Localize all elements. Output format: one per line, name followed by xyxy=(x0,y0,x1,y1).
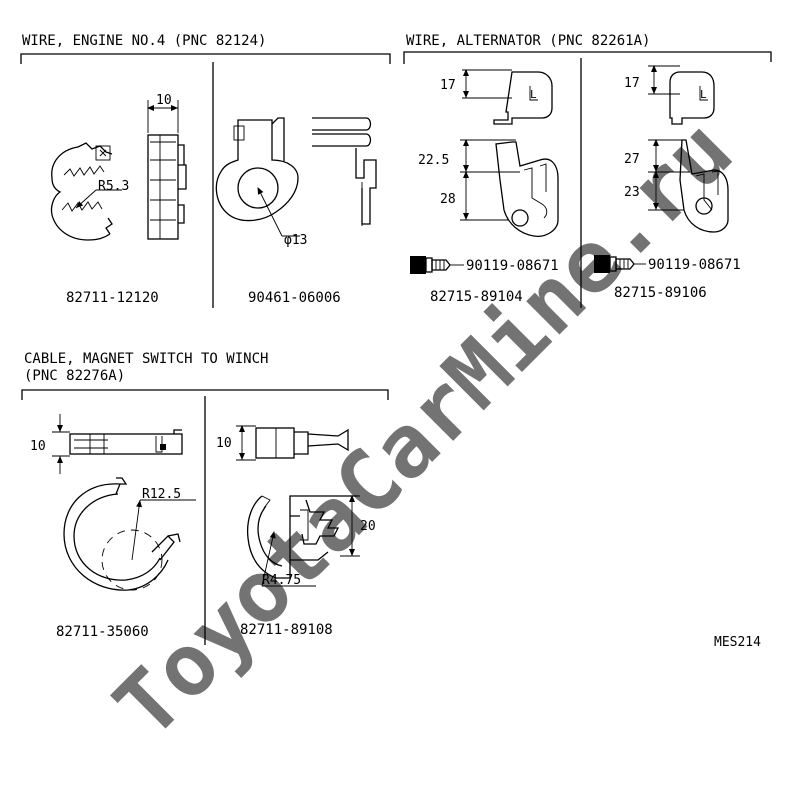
clip-82711-89108-drawing: 10 20 R4.75 xyxy=(216,425,376,588)
figure-code: MES214 xyxy=(714,635,761,650)
section-title-winch-line2: (PNC 82276A) xyxy=(24,368,125,384)
dim-width-label: 10 xyxy=(156,93,172,108)
part-number-82711-89108: 82711-89108 xyxy=(240,622,333,638)
section-title-winch-line1: CABLE, MAGNET SWITCH TO WINCH xyxy=(24,351,268,367)
part-number-90461-06006: 90461-06006 xyxy=(248,290,341,306)
bracket-82715-89104-drawing: L 17 22.5 28 xyxy=(410,69,559,274)
bracket-mark-l-2: L xyxy=(700,88,707,101)
dim-width-label-2: 10 xyxy=(30,439,46,454)
dim-height-f: 23 xyxy=(624,185,640,200)
dim-height-e: 27 xyxy=(624,152,640,167)
bracket-mark-l: L xyxy=(530,88,537,101)
dim-height-b: 22.5 xyxy=(418,153,449,168)
bolt-number-90119-08671-b: 90119-08671 xyxy=(648,257,741,273)
dim-height-d: 17 xyxy=(624,76,640,91)
bracket-82715-89106-drawing: L 17 27 23 xyxy=(594,65,729,273)
section-bracket xyxy=(403,51,772,64)
dim-radius-label-3: R4.75 xyxy=(262,573,301,588)
section-bracket xyxy=(20,53,391,64)
section-bracket xyxy=(21,389,389,400)
bolt-number-90119-08671-a: 90119-08671 xyxy=(466,258,559,274)
part-number-82715-89104: 82715-89104 xyxy=(430,289,523,305)
dim-height-a: 17 xyxy=(440,78,456,93)
dim-height-c: 28 xyxy=(440,192,456,207)
part-number-82711-12120: 82711-12120 xyxy=(66,290,159,306)
section-cable-winch: CABLE, MAGNET SWITCH TO WINCH (PNC 82276… xyxy=(21,351,389,645)
dim-diameter-label: φ13 xyxy=(284,233,307,248)
section-wire-engine: WIRE, ENGINE NO.4 (PNC 82124) 10 R5.3 82… xyxy=(20,33,391,308)
dim-radius-label: R5.3 xyxy=(98,179,129,194)
section-title-alternator: WIRE, ALTERNATOR (PNC 82261A) xyxy=(406,33,650,49)
clamp-90461-06006-drawing: φ13 xyxy=(215,117,377,248)
section-title-engine: WIRE, ENGINE NO.4 (PNC 82124) xyxy=(22,33,266,49)
dim-width-label-3: 10 xyxy=(216,436,232,451)
dim-height-label-3: 20 xyxy=(360,519,376,534)
part-number-82711-35060: 82711-35060 xyxy=(56,624,149,640)
clamp-82711-12120-drawing: 10 R5.3 xyxy=(50,93,187,241)
section-wire-alternator: WIRE, ALTERNATOR (PNC 82261A) L 17 22.5 … xyxy=(403,33,772,308)
watermark-text: ToyotaCarMine.ru xyxy=(96,101,752,757)
dim-radius-label-2: R12.5 xyxy=(142,487,181,502)
clamp-82711-35060-drawing: 10 R12.5 xyxy=(30,414,196,591)
part-number-82715-89106: 82715-89106 xyxy=(614,285,707,301)
